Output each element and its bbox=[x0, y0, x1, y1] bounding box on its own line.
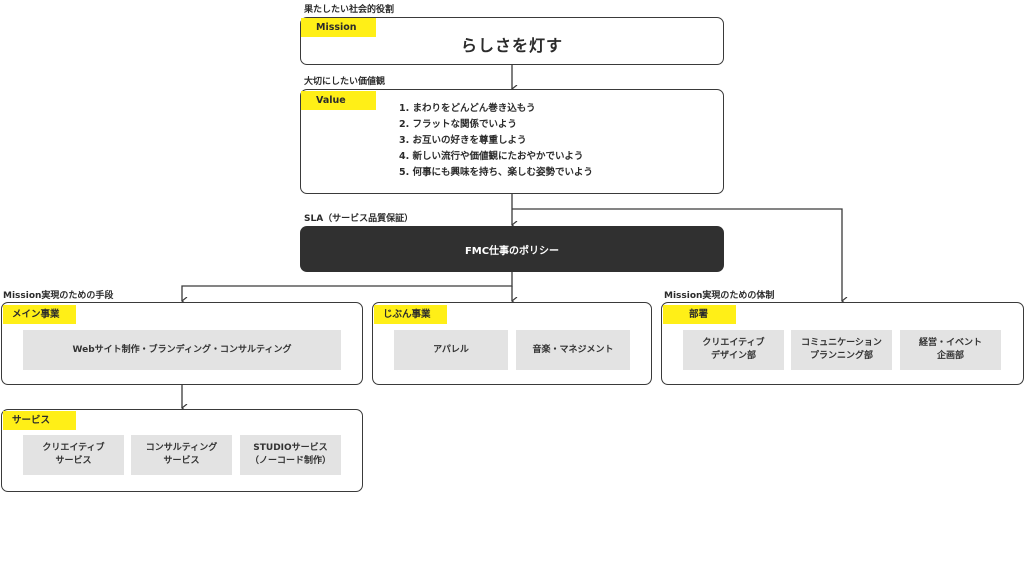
service-creative: クリエイティブ サービス bbox=[23, 435, 124, 475]
mission-heading: 果たしたい社会的役割 bbox=[304, 5, 395, 15]
jibun-business-tag: じぶん事業 bbox=[374, 305, 447, 324]
value-item-4: 4. 新しい流行や価値観にたおやかでいよう bbox=[399, 151, 584, 162]
service-studio: STUDIOサービス （ノーコード制作） bbox=[240, 435, 341, 475]
mission-tag: Mission bbox=[301, 18, 376, 37]
value-item-1: 1. まわりをどんどん巻き込もう bbox=[399, 103, 536, 114]
policy-heading: SLA（サービス品質保証） bbox=[304, 214, 414, 224]
departments-tag: 部署 bbox=[663, 305, 736, 324]
value-list: 1. まわりをどんどん巻き込もう 2. フラットな関係でいよう 3. お互いの好… bbox=[399, 101, 593, 181]
services-tag: サービス bbox=[3, 411, 76, 430]
means-heading: Mission実現のための手段 bbox=[3, 291, 114, 301]
dept-management-event: 経営・イベント 企画部 bbox=[900, 330, 1001, 370]
arrow-value-to-departments bbox=[512, 208, 842, 301]
jibun-item-music: 音楽・マネジメント bbox=[516, 330, 630, 370]
dept-creative-design: クリエイティブ デザイン部 bbox=[683, 330, 784, 370]
arrow-policy-to-main bbox=[182, 272, 513, 301]
main-business-item-web: Webサイト制作・ブランディング・コンサルティング bbox=[23, 330, 341, 370]
service-consulting: コンサルティング サービス bbox=[131, 435, 232, 475]
system-heading: Mission実現のための体制 bbox=[664, 291, 775, 301]
main-business-tag: メイン事業 bbox=[3, 305, 76, 324]
value-item-3: 3. お互いの好きを尊重しよう bbox=[399, 135, 527, 146]
value-heading: 大切にしたい価値観 bbox=[304, 77, 386, 87]
jibun-item-apparel: アパレル bbox=[394, 330, 508, 370]
dept-communication-planning: コミュニケーション プランニング部 bbox=[791, 330, 892, 370]
value-item-5: 5. 何事にも興味を持ち、楽しむ姿勢でいよう bbox=[399, 167, 593, 178]
policy-box: FMC仕事のポリシー bbox=[300, 226, 724, 272]
mission-text: らしさを灯す bbox=[460, 36, 563, 55]
value-tag: Value bbox=[301, 91, 376, 110]
value-item-2: 2. フラットな関係でいよう bbox=[399, 119, 517, 130]
